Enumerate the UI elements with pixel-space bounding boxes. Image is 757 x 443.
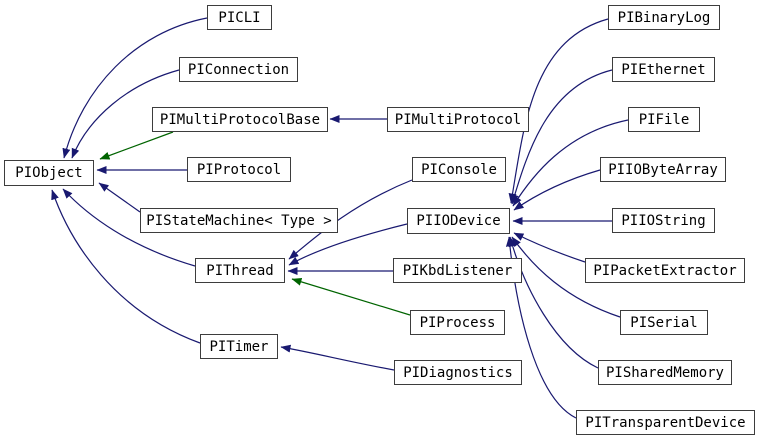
edge-PIEthernet-to-PIIODevice [510,69,613,205]
edge-PISharedMemory-to-PIIODevice [508,236,599,369]
class-node-PIProtocol[interactable]: PIProtocol [187,157,291,182]
edge-PIProcess-to-PIThread [291,277,411,316]
class-node-PIIODevice[interactable]: PIIODevice [407,208,510,234]
class-node-PIConnection[interactable]: PIConnection [179,57,298,82]
class-node-PIDiagnostics[interactable]: PIDiagnostics [394,360,522,385]
class-node-PICLI[interactable]: PICLI [207,5,272,30]
edge-PIIOByteArray-to-PIIODevice [513,169,601,211]
edge-PIFile-to-PIIODevice [512,119,629,207]
edge-PIThread-to-PIObject [62,188,196,267]
edge-PIStateMachine-to-PIObject [98,182,141,213]
class-node-PIIOByteArray[interactable]: PIIOByteArray [600,157,726,182]
class-node-PIConsole[interactable]: PIConsole [412,157,506,182]
class-node-PIThread[interactable]: PIThread [195,258,285,283]
class-node-PIStateMachine[interactable]: PIStateMachine< Type > [140,208,338,233]
class-node-PIFile[interactable]: PIFile [628,107,700,132]
class-node-PIEthernet[interactable]: PIEthernet [612,57,715,82]
edge-PIPacketExtractor-to-PIIODevice [513,232,586,263]
class-node-PIPacketExtractor[interactable]: PIPacketExtractor [585,258,745,283]
class-node-PITimer[interactable]: PITimer [200,334,278,359]
class-node-PISharedMemory[interactable]: PISharedMemory [598,360,732,385]
edge-PIBinaryLog-to-PIIODevice [508,18,609,204]
class-node-PIObject[interactable]: PIObject [4,160,94,186]
class-node-PIProcess[interactable]: PIProcess [410,310,505,335]
edge-PICLI-to-PIObject [62,17,208,159]
edge-PIConnection-to-PIObject [71,69,180,159]
edge-PIDiagnostics-to-PITimer [280,344,395,371]
class-node-PIKbdListener[interactable]: PIKbdListener [393,258,522,283]
edge-PITimer-to-PIObject [51,189,201,344]
class-node-PIIOString[interactable]: PIIOString [612,208,715,233]
class-node-PITransparentDevice[interactable]: PITransparentDevice [576,410,755,435]
class-node-PIMultiProtocol[interactable]: PIMultiProtocol [387,107,529,132]
edge-PISerial-to-PIIODevice [511,236,621,318]
edge-PIIODevice-to-PIThread [288,223,408,266]
class-node-PIBinaryLog[interactable]: PIBinaryLog [608,5,720,30]
class-node-PISerial[interactable]: PISerial [620,310,708,335]
edge-PIMultiProtocolBase-to-PIObject [99,131,174,160]
class-node-PIMultiProtocolBase[interactable]: PIMultiProtocolBase [152,107,328,132]
